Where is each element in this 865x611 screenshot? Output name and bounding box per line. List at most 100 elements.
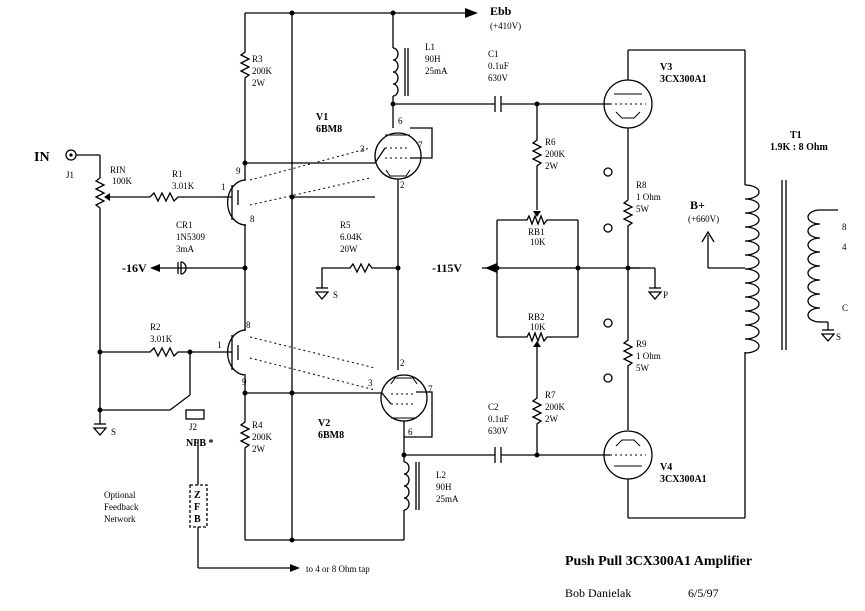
drawing-date: 6/5/97: [688, 586, 719, 600]
svg-text:P: P: [663, 290, 668, 300]
ebb-volts: (+410V): [490, 21, 521, 31]
v1-tube: [374, 127, 433, 330]
svg-text:C1: C1: [488, 49, 499, 59]
svg-text:6: 6: [408, 427, 413, 437]
svg-text:20W: 20W: [340, 244, 358, 254]
svg-text:10K: 10K: [530, 237, 546, 247]
svg-text:200K: 200K: [545, 402, 566, 412]
svg-text:1: 1: [217, 340, 222, 350]
v2-triode: [222, 329, 247, 376]
svg-text:RB1: RB1: [528, 227, 545, 237]
v1-triode: [222, 179, 247, 226]
svg-text:R6: R6: [545, 137, 556, 147]
cr1-diode: [150, 261, 245, 275]
svg-text:J2: J2: [189, 422, 197, 432]
svg-text:R7: R7: [545, 390, 556, 400]
svg-text:Network: Network: [104, 514, 136, 524]
svg-text:0.1uF: 0.1uF: [488, 61, 509, 71]
svg-text:R9: R9: [636, 339, 647, 349]
svg-text:630V: 630V: [488, 73, 509, 83]
svg-text:1N5309: 1N5309: [176, 232, 205, 242]
svg-text:7: 7: [418, 140, 423, 150]
svg-text:V3: V3: [660, 62, 672, 73]
svg-text:R8: R8: [636, 180, 647, 190]
svg-text:3mA: 3mA: [176, 244, 195, 254]
c2-capacitor: [494, 447, 610, 463]
svg-text:2W: 2W: [545, 414, 559, 424]
svg-text:R1: R1: [172, 169, 183, 179]
svg-text:6BM8: 6BM8: [316, 124, 342, 135]
in-label: IN: [34, 150, 50, 165]
svg-text:F: F: [194, 502, 200, 513]
svg-text:2W: 2W: [545, 161, 559, 171]
svg-text:200K: 200K: [252, 432, 273, 442]
svg-text:2W: 2W: [252, 444, 266, 454]
l2-choke: [400, 452, 495, 541]
v3-tube: [603, 49, 746, 200]
svg-text:RB2: RB2: [528, 312, 545, 322]
left-bus: [239, 45, 400, 541]
svg-text:Optional: Optional: [104, 490, 136, 500]
svg-text:-16V: -16V: [122, 261, 147, 275]
svg-text:1.9K : 8 Ohm: 1.9K : 8 Ohm: [770, 142, 828, 153]
svg-text:5W: 5W: [636, 363, 650, 373]
svg-text:NFB *: NFB *: [186, 438, 214, 449]
svg-text:to 4 or 8 Ohm tap: to 4 or 8 Ohm tap: [306, 564, 370, 574]
svg-text:2W: 2W: [252, 78, 266, 88]
svg-text:V2: V2: [318, 418, 330, 429]
svg-text:B: B: [194, 514, 201, 525]
v2-tube: [380, 330, 433, 455]
svg-text:9: 9: [242, 377, 247, 387]
svg-text:9: 9: [236, 166, 241, 176]
svg-text:(+660V): (+660V): [688, 214, 719, 224]
svg-text:L1: L1: [425, 42, 435, 52]
svg-text:630V: 630V: [488, 426, 509, 436]
svg-text:3CX300A1: 3CX300A1: [660, 474, 707, 485]
svg-text:6BM8: 6BM8: [318, 430, 344, 441]
j2-jack: [185, 409, 300, 572]
svg-text:0.1uF: 0.1uF: [488, 414, 509, 424]
svg-text:90H: 90H: [436, 482, 452, 492]
svg-text:S: S: [836, 332, 841, 342]
svg-text:100K: 100K: [112, 176, 133, 186]
author-name: Bob Danielak: [565, 586, 631, 600]
svg-text:1: 1: [221, 182, 226, 192]
svg-text:6.04K: 6.04K: [340, 232, 363, 242]
svg-text:Z: Z: [194, 490, 201, 501]
svg-text:6: 6: [398, 116, 403, 126]
svg-text:8: 8: [842, 222, 847, 232]
svg-text:4: 4: [842, 242, 847, 252]
svg-text:R5: R5: [340, 220, 351, 230]
svg-text:R4: R4: [252, 420, 263, 430]
mid-bus: [289, 13, 295, 543]
svg-text:3: 3: [360, 144, 365, 154]
svg-text:200K: 200K: [545, 149, 566, 159]
svg-text:2: 2: [400, 180, 405, 190]
svg-text:S: S: [333, 290, 338, 300]
svg-text:3CX300A1: 3CX300A1: [660, 74, 707, 85]
svg-text:C: C: [842, 303, 848, 313]
svg-text:25mA: 25mA: [436, 494, 459, 504]
svg-text:T1: T1: [790, 130, 802, 141]
svg-text:200K: 200K: [252, 66, 273, 76]
svg-text:RIN: RIN: [110, 165, 126, 175]
schematic-title: Push Pull 3CX300A1 Amplifier: [565, 554, 752, 569]
neg115-label: -115V: [432, 261, 462, 275]
svg-text:1 Ohm: 1 Ohm: [636, 351, 661, 361]
svg-text:B+: B+: [690, 198, 705, 212]
svg-text:V1: V1: [316, 112, 328, 123]
svg-text:L2: L2: [436, 470, 446, 480]
svg-text:10K: 10K: [530, 322, 546, 332]
svg-text:7: 7: [428, 384, 433, 394]
svg-text:90H: 90H: [425, 54, 441, 64]
l1-choke: [390, 13, 409, 128]
svg-text:CR1: CR1: [176, 220, 193, 230]
svg-text:S: S: [111, 427, 116, 437]
svg-text:5W: 5W: [636, 204, 650, 214]
ebb-label: Ebb: [490, 4, 512, 18]
cathode-resistors: [603, 167, 663, 430]
svg-text:R3: R3: [252, 54, 263, 64]
svg-text:J1: J1: [66, 170, 74, 180]
svg-text:8: 8: [246, 320, 251, 330]
